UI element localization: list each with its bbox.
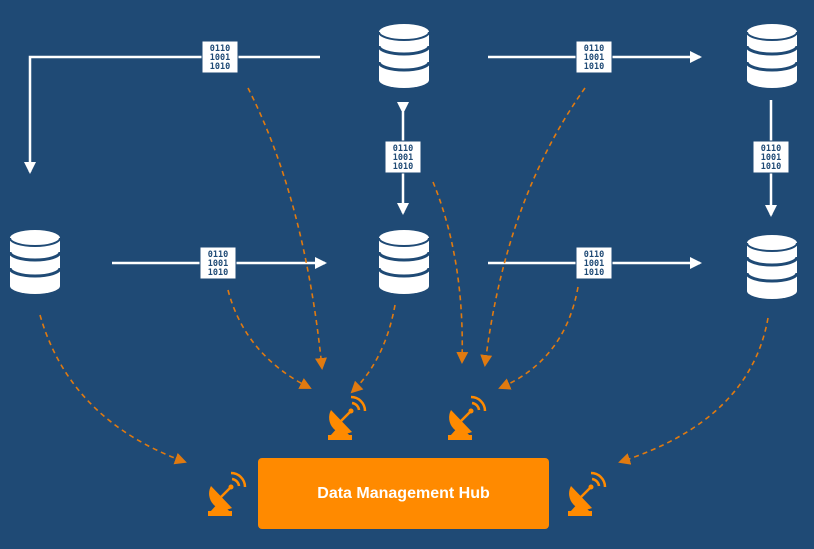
data-packets: 0110 1001 1010 0110 1001 1010 0110 1001 … [199,40,790,280]
svg-text:1010: 1010 [584,268,604,278]
dashed-arrow [247,87,327,370]
dashed-arrow [227,289,312,389]
database-icon [745,233,799,301]
svg-text:1001: 1001 [208,259,228,269]
binary-data-icon: 0110 1001 1010 [199,246,237,280]
svg-text:1001: 1001 [584,53,604,63]
hub-label: Data Management Hub [317,484,490,502]
binary-data-icon: 0110 1001 1010 [575,246,613,280]
svg-text:1001: 1001 [210,53,230,63]
svg-text:1010: 1010 [761,162,781,172]
satellite-dish-icon [446,395,487,442]
satellite-dish-icon [206,471,247,518]
binary-data-icon: 0110 1001 1010 [752,140,790,174]
database-icon [377,22,431,90]
svg-text:1001: 1001 [584,259,604,269]
satellite-dish-icon [326,395,367,442]
svg-text:1001: 1001 [393,153,413,163]
dashed-arrow [432,181,469,364]
database-icon [8,228,62,296]
svg-text:1010: 1010 [208,268,228,278]
svg-text:1010: 1010 [393,162,413,172]
binary-data-icon: 0110 1001 1010 [384,140,422,174]
satellite-dish-icon [566,471,607,518]
svg-text:1001: 1001 [761,153,781,163]
data-management-hub: Data Management Hub [258,458,549,529]
svg-text:1010: 1010 [210,62,230,72]
dashed-arrow [618,317,769,465]
binary-data-icon: 0110 1001 1010 [575,40,613,74]
telemetry-arrows [39,87,769,465]
svg-text:0110: 0110 [584,44,604,54]
database-icon [745,22,799,90]
database-icon [377,228,431,296]
svg-text:0110: 0110 [761,144,781,154]
dashed-arrow [480,87,586,367]
svg-text:0110: 0110 [584,250,604,260]
dashed-arrow [498,286,579,390]
svg-text:0110: 0110 [208,250,228,260]
svg-text:0110: 0110 [393,144,413,154]
dashed-arrow [350,304,396,394]
dashed-arrow [39,314,187,465]
svg-text:0110: 0110 [210,44,230,54]
binary-data-icon: 0110 1001 1010 [201,40,239,74]
svg-text:1010: 1010 [584,62,604,72]
